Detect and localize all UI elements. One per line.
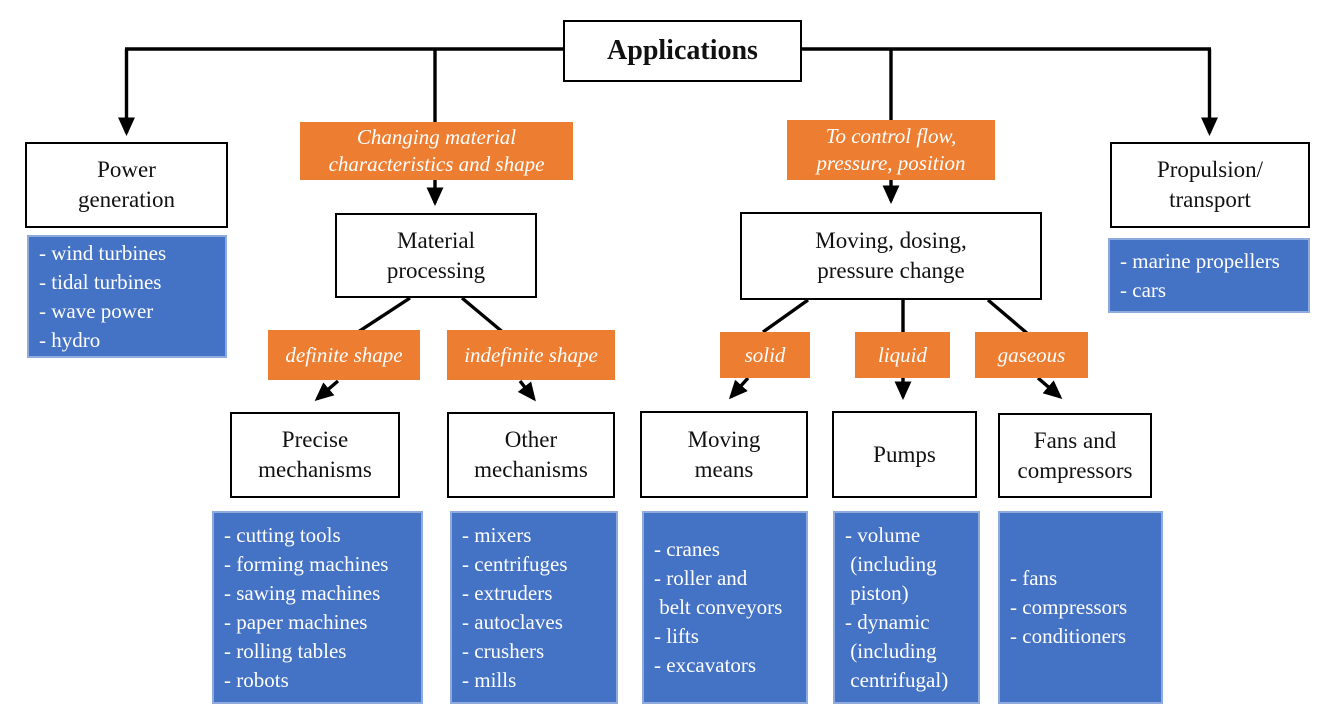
list-fans-compressors-items: - fans - compressors - conditioners bbox=[998, 511, 1163, 704]
list-other-mechanisms-items: - mixers - centrifuges - extruders - aut… bbox=[450, 511, 618, 704]
qualifier-liquid: liquid bbox=[855, 332, 950, 378]
node-propulsion-transport: Propulsion/ transport bbox=[1110, 142, 1310, 228]
node-other-mechanisms: Other mechanisms bbox=[447, 412, 615, 498]
qualifier-changing-material: Changing material characteristics and sh… bbox=[300, 122, 573, 180]
node-moving-means: Moving means bbox=[640, 411, 808, 498]
qualifier-definite-shape: definite shape bbox=[268, 330, 420, 380]
node-power-generation: Power generation bbox=[25, 142, 228, 228]
list-moving-means-items: - cranes - roller and belt conveyors - l… bbox=[642, 511, 808, 704]
qualifier-gaseous: gaseous bbox=[975, 332, 1088, 378]
node-precise-mechanisms: Precise mechanisms bbox=[230, 412, 400, 498]
list-power-generation-items: - wind turbines - tidal turbines - wave … bbox=[27, 235, 227, 358]
qualifier-indefinite-shape: indefinite shape bbox=[447, 330, 615, 380]
node-moving-dosing: Moving, dosing, pressure change bbox=[740, 212, 1042, 300]
node-material-processing: Material processing bbox=[335, 213, 537, 298]
qualifier-to-control-flow: To control flow, pressure, position bbox=[787, 120, 995, 180]
node-pumps: Pumps bbox=[832, 411, 977, 498]
qualifier-solid: solid bbox=[720, 332, 810, 378]
node-fans-compressors: Fans and compressors bbox=[998, 413, 1152, 498]
root-node-applications: Applications bbox=[563, 20, 802, 82]
list-precise-mechanisms-items: - cutting tools - forming machines - saw… bbox=[212, 511, 423, 704]
list-propulsion-items: - marine propellers - cars bbox=[1108, 238, 1310, 313]
list-pumps-items: - volume (including piston) - dynamic (i… bbox=[833, 511, 980, 704]
